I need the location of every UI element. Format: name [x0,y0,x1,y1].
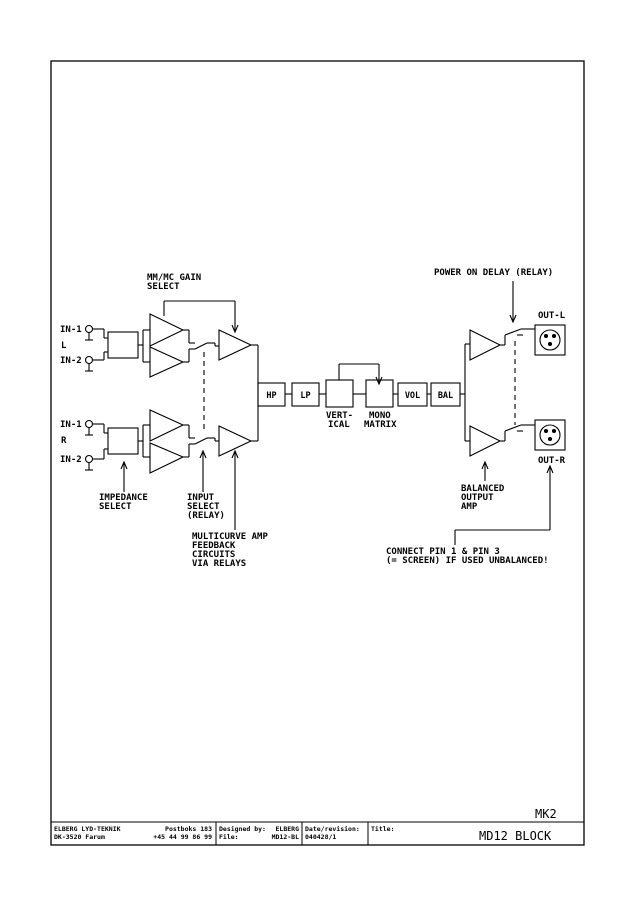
jack-in-l2 [84,355,94,365]
multicurve-label-3: CIRCUITS [192,550,235,560]
ch-l-label: L [61,341,67,351]
lp-label: LP [300,391,310,401]
in-r1-label: IN-1 [60,420,82,430]
balanced-label-3: AMP [461,502,478,512]
mm-mc-label-2: SELECT [147,282,180,292]
vol-label: VOL [405,391,420,401]
jack-in-l1 [84,324,94,334]
xlr-out-l [534,324,566,356]
multicurve-label-1: MULTICURVE AMP [192,532,268,542]
company-address: DK-3520 Farum [54,833,105,841]
jack-in-r2 [84,454,94,464]
multicurve-label-2: FEEDBACK [192,541,236,551]
power-on-label: POWER ON DELAY (RELAY) [434,268,553,278]
company-postbox: Postboks 183 [165,825,212,833]
vertical-block [325,379,354,408]
company-name: ELBERG LYD-TEKNIK [54,825,121,833]
jack-in-r1 [84,419,94,429]
impedance-label-1: IMPEDANCE [99,493,148,503]
designed-by-value: ELBERG [276,825,300,833]
connect-label-1: CONNECT PIN 1 & PIN 3 [386,547,500,557]
out-r-label: OUT-R [538,456,566,466]
output-section [454,281,566,545]
mono-matrix-label-2: MATRIX [364,420,397,430]
in-r2-label: IN-2 [60,455,82,465]
mm-mc-label-1: MM/MC GAIN [147,273,201,283]
ch-r-label: R [61,436,67,446]
impedance-box-r [107,427,139,455]
vertical-label-1: VERT- [326,411,353,421]
date-label: Date/revision: [305,825,360,833]
input-select-label-3: (RELAY) [187,511,225,521]
title-label: Title: [371,825,394,833]
output-amp-r [469,425,502,457]
title-block [51,821,584,845]
sheet-frame [50,60,585,846]
mc-amp-l [149,346,185,378]
drawing-title: MD12 BLOCK [479,829,552,843]
model-label: MK2 [535,807,557,821]
bal-label: BAL [438,391,453,401]
in-l2-label: IN-2 [60,356,82,366]
out-l-label: OUT-L [538,311,566,321]
multicurve-label-4: VIA RELAYS [192,559,246,569]
file-label: File: [219,833,239,841]
xlr-out-r [534,419,566,451]
mm-amp-r [149,409,185,442]
designed-by-label: Designed by: [219,825,266,833]
curve-amp-l [218,329,253,361]
balanced-label-1: BALANCED [461,484,505,494]
date-value: 040428/1 [305,833,336,841]
mm-amp-l [149,313,185,347]
signal-chain [257,344,466,441]
vertical-label-2: ICAL [328,420,350,430]
output-amp-l [469,329,502,361]
balanced-label-2: OUTPUT [461,493,494,503]
input-select-label-2: SELECT [187,502,220,512]
input-section [84,300,259,530]
connect-label-2: (= SCREEN) IF USED UNBALANCED! [386,556,549,566]
mono-matrix-label-1: MONO [369,411,391,421]
hp-label: HP [266,391,276,401]
company-phone: +45 44 99 86 99 [153,833,212,841]
in-l1-label: IN-1 [60,325,82,335]
input-select-label-1: INPUT [187,493,215,503]
impedance-box-l [107,331,139,359]
mc-amp-r [149,442,185,474]
impedance-label-2: SELECT [99,502,132,512]
file-value: MD12-BL [272,833,299,841]
